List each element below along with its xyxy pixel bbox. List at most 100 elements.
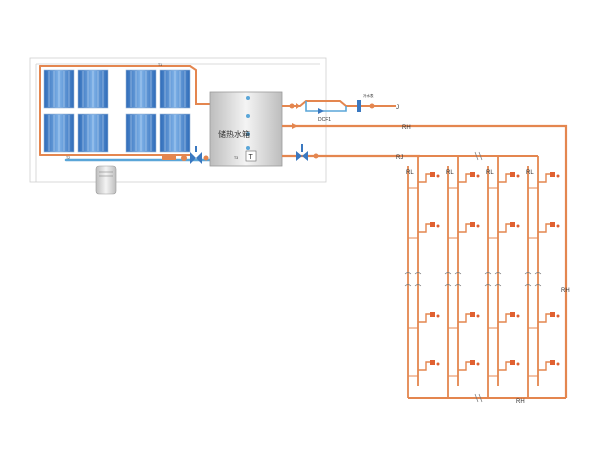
- tap-icon: [556, 362, 560, 366]
- riser-label-4: RL: [526, 170, 534, 176]
- tap-icon: [436, 174, 440, 178]
- valve-label-dcf1: DCF1: [318, 117, 331, 123]
- solar-panel: [43, 113, 75, 153]
- floor-branch: [498, 361, 510, 371]
- floor-branch: [498, 173, 510, 183]
- floor-branch: [418, 361, 430, 371]
- tap-icon: [436, 314, 440, 318]
- return-label-top: RH: [402, 125, 411, 131]
- tap-icon: [436, 362, 440, 366]
- tap-icon: [476, 362, 480, 366]
- pipe-break: [454, 284, 462, 287]
- storage-tank: [209, 91, 283, 167]
- meter-icon: [510, 360, 515, 365]
- sensor-label-tank: T3: [234, 156, 238, 160]
- header-break: [474, 151, 479, 161]
- meter-icon: [430, 312, 435, 317]
- pipe-break: [534, 272, 542, 275]
- solar-panel: [125, 113, 157, 153]
- pipe-break: [524, 272, 532, 275]
- meter-icon: [550, 312, 555, 317]
- meter-icon: [470, 222, 475, 227]
- solar-panel: [159, 113, 191, 153]
- floor-branch: [458, 361, 470, 371]
- tap-icon: [476, 314, 480, 318]
- tap-icon: [516, 174, 520, 178]
- meter-icon: [510, 312, 515, 317]
- floor-branch: [418, 223, 430, 233]
- supply-label-rj: RJ: [396, 155, 403, 161]
- floor-branch: [418, 313, 430, 323]
- tap-icon: [516, 224, 520, 228]
- meter-label: 冷水表: [363, 93, 374, 98]
- sensor-label-top: T1: [158, 63, 162, 67]
- tap-icon: [556, 174, 560, 178]
- riser-label-2: RL: [446, 170, 454, 176]
- meter-icon: [510, 172, 515, 177]
- sensor-label-left: T2: [66, 156, 70, 160]
- pipe-break: [444, 272, 452, 275]
- building-outline: [29, 57, 327, 183]
- floor-branch: [498, 223, 510, 233]
- tap-icon: [476, 174, 480, 178]
- collector-pump-station: [162, 146, 209, 164]
- meter-icon: [510, 222, 515, 227]
- solar-collector-array: [43, 69, 191, 153]
- pipe-break: [414, 284, 422, 287]
- floor-branch: [538, 223, 550, 233]
- floor-branch: [498, 313, 510, 323]
- meter-icon: [470, 360, 475, 365]
- pipe-break: [524, 284, 532, 287]
- pipe-break: [534, 284, 542, 287]
- meter-icon: [470, 312, 475, 317]
- auxiliary-heater: [95, 165, 117, 195]
- floor-branch: [538, 173, 550, 183]
- cold-water-supply: [282, 100, 396, 114]
- meter-icon: [550, 172, 555, 177]
- header-break: [478, 393, 483, 403]
- tap-icon: [476, 224, 480, 228]
- tap-icon: [556, 224, 560, 228]
- floor-branch: [458, 173, 470, 183]
- pipe-break: [484, 284, 492, 287]
- solar-panel: [159, 69, 191, 109]
- tap-icon: [556, 314, 560, 318]
- pipe-break: [494, 272, 502, 275]
- distribution-network: [404, 151, 566, 403]
- header-break: [478, 151, 483, 161]
- return-line-top: [282, 123, 568, 398]
- tank-label: 储热水箱: [218, 129, 250, 139]
- meter-icon: [430, 360, 435, 365]
- riser-label-3: RL: [486, 170, 494, 176]
- temperature-sensor-label: T: [249, 154, 254, 161]
- meter-icon: [470, 172, 475, 177]
- meter-icon: [550, 360, 555, 365]
- solar-panel: [77, 113, 109, 153]
- pipe-break: [494, 284, 502, 287]
- solar-panel: [43, 69, 75, 109]
- solar-panel: [125, 69, 157, 109]
- tap-icon: [436, 224, 440, 228]
- supply-line-rj: [282, 144, 420, 161]
- header-break: [474, 393, 479, 403]
- floor-branch: [418, 173, 430, 183]
- meter-icon: [550, 222, 555, 227]
- meter-icon: [430, 222, 435, 227]
- pipe-break: [484, 272, 492, 275]
- cold-inlet-label: J: [396, 105, 399, 111]
- return-label-bottom: RH: [516, 399, 525, 405]
- pipe-break: [414, 272, 422, 275]
- solar-panel: [77, 69, 109, 109]
- floor-branch: [538, 313, 550, 323]
- pipe-break: [404, 284, 412, 287]
- floor-branch: [458, 223, 470, 233]
- pipe-break: [454, 272, 462, 275]
- floor-branch: [458, 313, 470, 323]
- meter-icon: [430, 172, 435, 177]
- tap-icon: [516, 362, 520, 366]
- pipe-break: [444, 284, 452, 287]
- floor-branch: [538, 361, 550, 371]
- return-label-side: RH: [561, 288, 570, 294]
- pipe-break: [404, 272, 412, 275]
